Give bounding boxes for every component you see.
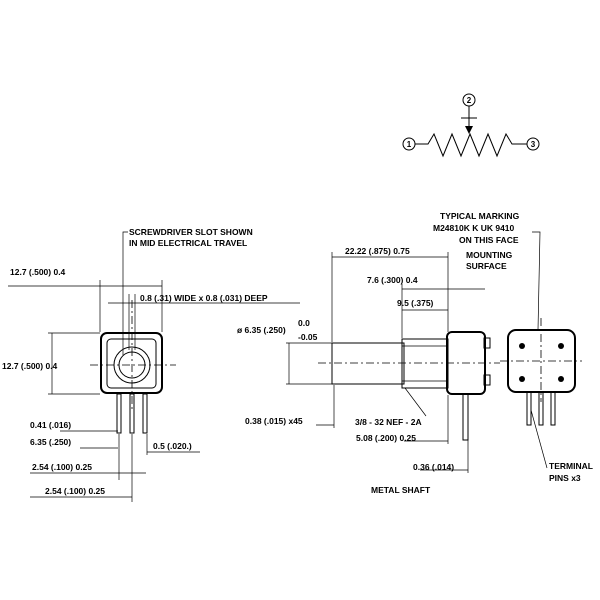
pin-width-label: 0.5 (.020.) bbox=[153, 441, 192, 451]
shaft-tol-plus: 0.0 bbox=[298, 318, 310, 328]
rear-mark-top-left bbox=[519, 343, 525, 349]
front-body-inner bbox=[106, 338, 157, 389]
resistor-zigzag bbox=[415, 132, 527, 158]
side-view: 22.22 (.875) 0.75 MOUNTING SURFACE 7.6 (… bbox=[237, 246, 513, 495]
wiper-arrow bbox=[465, 126, 473, 134]
mounting-surface-line2: SURFACE bbox=[466, 261, 507, 271]
rear-pin-right bbox=[550, 391, 556, 426]
front-body-outer bbox=[100, 332, 163, 394]
side-body-tab-bottom bbox=[483, 374, 491, 386]
terminal-line1: TERMINAL bbox=[549, 461, 593, 471]
pin-3-label: 3 bbox=[531, 140, 536, 149]
slot-dim-label: 0.8 (.31) WIDE x 0.8 (.031) DEEP bbox=[140, 293, 268, 303]
metal-shaft-label: METAL SHAFT bbox=[371, 485, 431, 495]
height-dim-label: 12.7 (.500) 0.4 bbox=[2, 361, 58, 371]
pin-offset-label: 6.35 (.250) bbox=[30, 437, 71, 447]
side-body-tab-top bbox=[483, 337, 491, 349]
rear-pin-center bbox=[538, 391, 544, 426]
rear-mark-bottom-right bbox=[558, 376, 564, 382]
marking-line3: ON THIS FACE bbox=[459, 235, 519, 245]
front-pin-center bbox=[129, 393, 135, 434]
front-pin-left bbox=[116, 393, 122, 434]
shaft-tol-minus: -0.05 bbox=[298, 332, 318, 342]
thread-length-label: 5.08 (.200) 0.25 bbox=[356, 433, 416, 443]
schematic-symbol: 1 2 3 bbox=[402, 93, 540, 158]
side-pin-width-label: 0.36 (.014) bbox=[413, 462, 454, 472]
rear-mark-top-right bbox=[558, 343, 564, 349]
screwdriver-leader bbox=[122, 231, 128, 355]
terminal-line2: PINS x3 bbox=[549, 473, 581, 483]
pin-spacing-1-label: 2.54 (.100) 0.25 bbox=[32, 462, 92, 472]
thread-label: 3/8 - 32 NEF - 2A bbox=[355, 417, 422, 427]
marking-leader bbox=[532, 231, 541, 331]
mount-to-end-label: 7.6 (.300) 0.4 bbox=[367, 275, 418, 285]
bushing-length-label: 9.5 (.375) bbox=[397, 298, 434, 308]
screwdriver-note-line2: IN MID ELECTRICAL TRAVEL bbox=[129, 238, 247, 248]
front-view: SCREWDRIVER SLOT SHOWN IN MID ELECTRICAL… bbox=[2, 227, 300, 502]
pin-2-label: 2 bbox=[467, 96, 472, 105]
width-dim-label: 12.7 (.500) 0.4 bbox=[10, 267, 66, 277]
marking-line1: TYPICAL MARKING bbox=[440, 211, 520, 221]
mounting-surface-line1: MOUNTING bbox=[466, 250, 513, 260]
chamfer-label: 0.38 (.015) x45 bbox=[245, 416, 303, 426]
shaft-diameter-label: ø 6.35 (.250) bbox=[237, 325, 286, 335]
rear-pin-left bbox=[526, 391, 532, 426]
screwdriver-note-line1: SCREWDRIVER SLOT SHOWN bbox=[129, 227, 253, 237]
pin-1-label: 1 bbox=[407, 140, 412, 149]
side-pin bbox=[462, 393, 469, 441]
rear-mark-bottom-left bbox=[519, 376, 525, 382]
front-pin-right bbox=[142, 393, 148, 434]
overall-length-label: 22.22 (.875) 0.75 bbox=[345, 246, 410, 256]
thread-leader bbox=[404, 387, 427, 417]
pin-spacing-2-label: 2.54 (.100) 0.25 bbox=[45, 486, 105, 496]
terminal-leader bbox=[530, 409, 548, 469]
pin-thickness-label: 0.41 (.016) bbox=[30, 420, 71, 430]
shaft bbox=[331, 342, 405, 385]
marking-line2: M24810K K UK 9410 bbox=[433, 223, 515, 233]
rear-view: TYPICAL MARKING M24810K K UK 9410 ON THI… bbox=[433, 211, 593, 483]
